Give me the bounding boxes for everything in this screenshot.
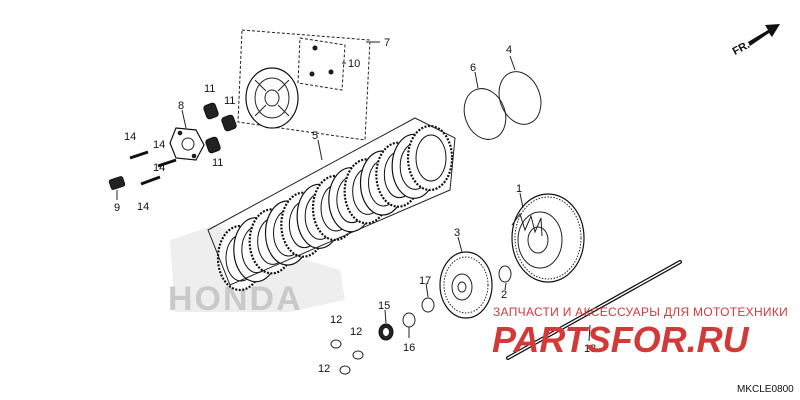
- watermark-logo: PARTSFOR.RU: [492, 319, 750, 360]
- callout-14-b: 14: [153, 139, 165, 151]
- part-5-clutch-plates: [216, 124, 454, 292]
- part-6-ring: [463, 88, 507, 140]
- fr-direction-arrow: FR.: [731, 24, 780, 58]
- callout-16: 16: [403, 342, 415, 354]
- callout-3: 3: [454, 227, 460, 239]
- callout-9: 9: [114, 202, 120, 214]
- callout-numbers: 1 2 3 4 5 6 7 8 9 10 11 11 11 12 12 12 1…: [114, 37, 596, 375]
- callout-14-a: 14: [124, 131, 136, 143]
- part-7-group: [237, 29, 371, 141]
- callout-12-c: 12: [318, 363, 330, 375]
- callout-13: 13: [584, 343, 596, 355]
- partsfor-watermark: ЗАПЧАСТИ И АКСЕССУАРЫ ДЛЯ МОТОТЕХНИКИ PA…: [492, 305, 788, 360]
- part-3-clutch-center: [439, 251, 493, 319]
- callout-15: 15: [378, 300, 390, 312]
- diagram-code: MKCLE0800: [737, 384, 794, 395]
- callout-2: 2: [501, 289, 507, 301]
- part-7-cover: [245, 67, 299, 129]
- part-9-bolt: [108, 176, 126, 190]
- callout-5: 5: [312, 130, 318, 142]
- callout-14-d: 14: [137, 201, 149, 213]
- part-12-clip-a: [330, 339, 342, 349]
- callout-10: 10: [348, 58, 360, 70]
- callout-8: 8: [178, 100, 184, 112]
- watermark-text: ЗАПЧАСТИ И АКСЕССУАРЫ ДЛЯ МОТОТЕХНИКИ: [493, 305, 788, 319]
- callout-4: 4: [506, 44, 512, 56]
- callout-11-b: 11: [224, 95, 235, 107]
- part-12-clip-c: [339, 365, 351, 375]
- part-2-washer: [498, 265, 512, 283]
- part-14-bolts: [129, 150, 177, 186]
- clutch-plate-inner: [415, 134, 447, 182]
- part-17-washer: [421, 297, 435, 313]
- leader-lines: [116, 41, 591, 342]
- callout-14-c: 14: [153, 162, 165, 174]
- part-11-springs: [203, 102, 237, 154]
- callout-12-a: 12: [330, 314, 342, 326]
- part-12-clip-b: [352, 350, 364, 360]
- callout-11-c: 11: [212, 157, 223, 169]
- part-1-clutch-outer: [511, 193, 585, 283]
- callout-1: 1: [516, 183, 522, 195]
- callout-7: 7: [384, 37, 390, 49]
- part-16-washer: [402, 312, 416, 328]
- clutch-plate: [406, 124, 454, 192]
- part-4-ring: [498, 71, 542, 125]
- callout-6: 6: [470, 62, 476, 74]
- callout-17: 17: [419, 275, 431, 287]
- part-8-plate: [169, 127, 205, 161]
- callout-11-a: 11: [204, 83, 215, 95]
- callout-12-b: 12: [350, 326, 362, 338]
